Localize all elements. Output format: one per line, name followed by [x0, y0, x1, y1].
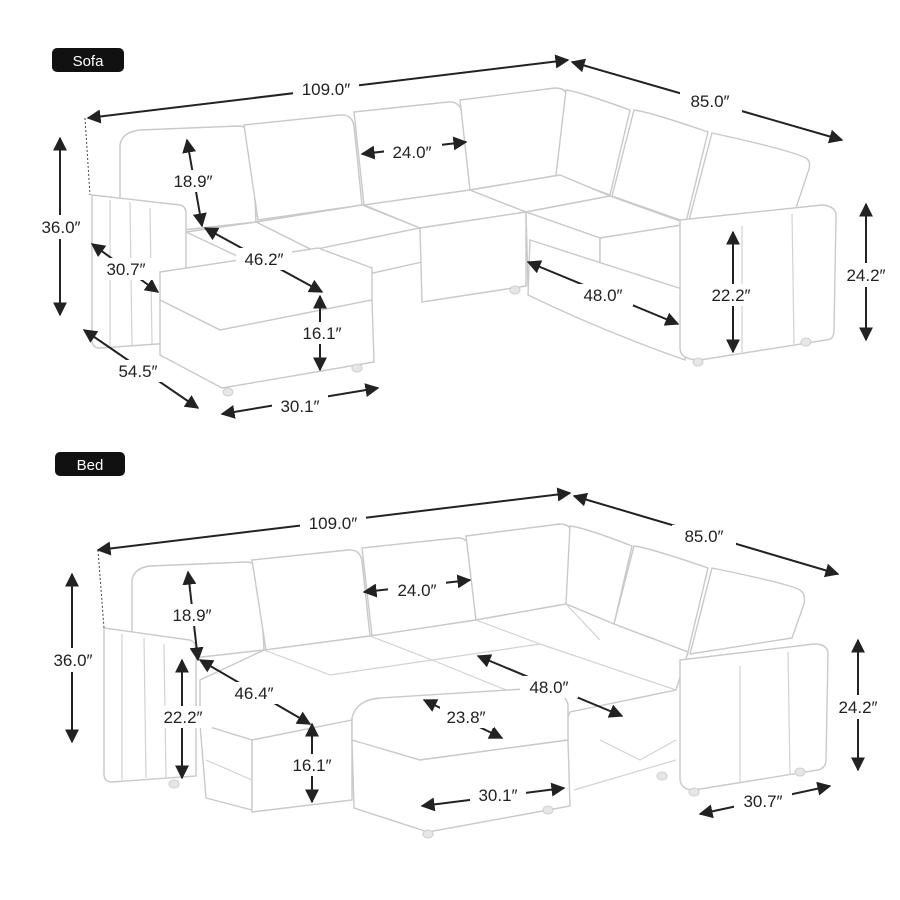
bed-width-label: 109.0″ — [309, 514, 358, 533]
bed-cushion-width-label: 24.0″ — [397, 581, 436, 600]
bed-arm-height-label: 24.2″ — [838, 698, 877, 717]
sofa-ottoman-width-label: 30.1″ — [280, 397, 319, 416]
bed-dimension-labels: 109.0″ 85.0″ 36.0″ 18.9″ 24.0″ 46.4″ 48.… — [44, 512, 888, 812]
sofa-seat-depth-label: 48.0″ — [583, 286, 622, 305]
sofa-illustration — [91, 87, 837, 397]
sofa-chaise-total-label: 54.5″ — [118, 362, 157, 381]
bed-depth-inner-label: 48.0″ — [529, 678, 568, 697]
sofa-back-cushion-label: 18.9″ — [173, 172, 212, 191]
sofa-dimension-labels: 109.0″ 85.0″ 36.0″ 18.9″ 24.0″ 30.7″ 46.… — [32, 78, 894, 417]
sofa-chaise-depth-label: 30.7″ — [106, 260, 145, 279]
sofa-depth-label: 85.0″ — [690, 92, 729, 111]
sofa-view: Sofa — [32, 48, 894, 419]
bed-ottoman-depth-label: 23.8″ — [446, 708, 485, 727]
sofa-height-label: 36.0″ — [41, 218, 80, 237]
bed-ottoman-width-label: 30.1″ — [478, 786, 517, 805]
bed-back-cushion-label: 18.9″ — [172, 606, 211, 625]
bed-label: Bed — [77, 457, 104, 474]
sofa-cushion-width-label: 24.0″ — [392, 143, 431, 162]
bed-depth-label: 85.0″ — [684, 527, 723, 546]
bed-view: Bed — [44, 452, 888, 839]
bed-height-label: 36.0″ — [53, 651, 92, 670]
sofa-label: Sofa — [73, 53, 105, 70]
sofa-seat-height-label: 22.2″ — [711, 286, 750, 305]
sofa-chaise-length-label: 46.2″ — [244, 250, 283, 269]
sofa-arm-height-label: 24.2″ — [846, 266, 885, 285]
sofa-ottoman-height-label: 16.1″ — [302, 324, 341, 343]
bed-ottoman-height-label: 16.1″ — [292, 756, 331, 775]
sofa-label-badge: Sofa — [52, 48, 124, 72]
sofa-width-label: 109.0″ — [302, 80, 351, 99]
bed-label-badge: Bed — [55, 452, 125, 476]
bed-arm-width-label: 30.7″ — [743, 792, 782, 811]
bed-seat-height-label: 22.2″ — [163, 708, 202, 727]
bed-illustration — [103, 523, 829, 839]
bed-length-left-label: 46.4″ — [234, 684, 273, 703]
